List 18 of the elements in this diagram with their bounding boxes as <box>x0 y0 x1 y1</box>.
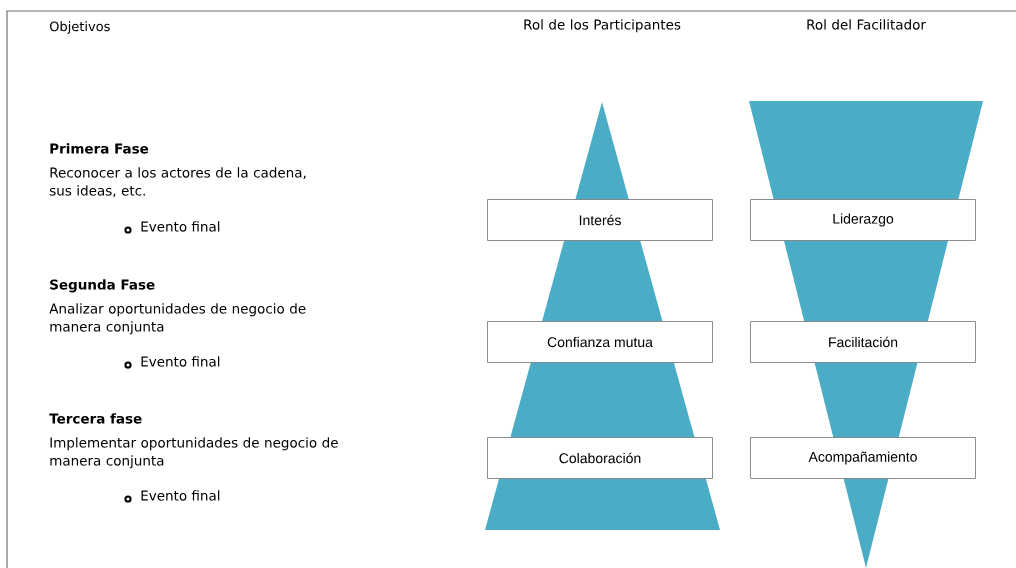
column-heading: Rol de los Participantes <box>524 19 681 33</box>
label-box: Confianza mutua <box>487 321 713 363</box>
label-box: Facilitación <box>750 321 976 363</box>
phase-description: Implementar oportunidades de negocio de manera conjunta <box>50 437 338 469</box>
label-box: Acompañamiento <box>750 437 976 479</box>
heading: Objetivos <box>49 21 110 34</box>
bullet-item: Evento final <box>141 490 220 501</box>
phase-title: Segunda Fase <box>50 279 155 293</box>
label-box: Interés <box>487 199 713 241</box>
phase-description: Analizar oportunidades de negocio de manera conjunta <box>49 303 306 335</box>
label-box: Colaboración <box>487 437 713 479</box>
phase-title: Primera Fase <box>50 143 149 154</box>
phase-description: Reconocer a los actores de la cadena, sus ideas, etc. <box>49 167 306 198</box>
label-box: Liderazgo <box>750 199 976 241</box>
column-heading: Rol del Facilitador <box>807 19 926 30</box>
bullet-item: Evento final <box>141 356 220 367</box>
phase-title: Tercera fase <box>49 413 142 424</box>
bullet-item: Evento final <box>141 221 220 232</box>
